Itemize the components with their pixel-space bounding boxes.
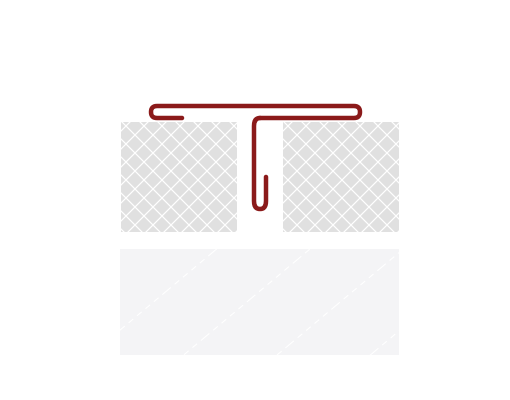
substrate-layer xyxy=(120,249,399,355)
t-profile-stem xyxy=(251,115,269,212)
t-profile-flange xyxy=(148,103,363,121)
left-tile xyxy=(121,122,237,232)
right-tile xyxy=(283,122,399,232)
